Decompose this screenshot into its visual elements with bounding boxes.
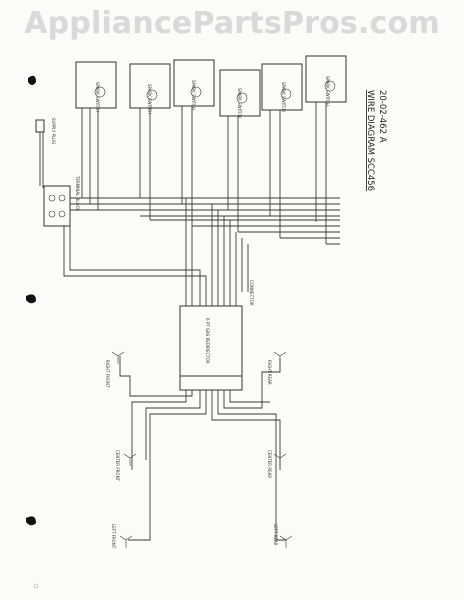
- burner-label: LEFT REAR: [273, 524, 278, 546]
- spark-switch-6: SPARK SWITCH: [305, 55, 347, 106]
- redirector-label: 6 PT GAS REDIRECTOR: [205, 318, 210, 364]
- title-block: WIRE DIAGRAM SCC456 20-02-462 A: [365, 90, 387, 191]
- spark-switch-5: SPARK SWITCH: [261, 63, 303, 112]
- supply-plug-label: SUPPLY PLUG: [51, 118, 56, 144]
- punch-hole-mark: [26, 294, 36, 304]
- watermark: AppliancePartsPros.com: [24, 6, 440, 41]
- spark-switch-1: SPARK SWITCH: [75, 61, 117, 112]
- bus-wires: [63, 197, 340, 292]
- switch-leads: [81, 102, 327, 244]
- burner-label: CENTER FRONT: [115, 450, 120, 482]
- terminal-block: TERMINAL BLOCK: [43, 175, 80, 227]
- burner-label: RIGHT REAR: [267, 360, 272, 385]
- burner-label: RIGHT FRONT: [105, 360, 110, 388]
- spark-switch-3: SPARK SWITCH: [173, 59, 215, 110]
- gas-redirector-module: 6 PT GAS REDIRECTOR CONNECTOR: [179, 280, 254, 391]
- punch-hole-mark: [28, 75, 36, 85]
- spark-switch-label: SPARK SWITCH: [191, 80, 196, 110]
- igniter-center-rear: CENTER REAR: [267, 450, 287, 478]
- igniter-right-rear: RIGHT REAR: [267, 351, 287, 385]
- igniter-left-front: LEFT FRONT: [111, 524, 133, 549]
- connector-label: CONNECTOR: [249, 280, 254, 306]
- punch-hole-mark: [26, 516, 36, 526]
- spark-switch-label: SPARK SWITCH: [237, 88, 242, 118]
- diagram-title: WIRE DIAGRAM SCC456: [365, 90, 375, 191]
- doc-number: 20-02-462 A: [377, 90, 387, 143]
- spark-switch-label: SPARK SWITCH: [281, 82, 286, 112]
- supply-plug: SUPPLY PLUG: [35, 118, 56, 188]
- spark-switch-2: SPARK SWITCH: [129, 63, 171, 114]
- igniter-leads: [119, 356, 286, 541]
- spark-switch-4: SPARK SWITCH: [219, 69, 261, 118]
- burner-label: CENTER REAR: [267, 450, 272, 478]
- igniter-center-front: CENTER FRONT: [115, 450, 137, 482]
- burner-label: LEFT FRONT: [111, 524, 116, 549]
- spark-switch-label: SPARK SWITCH: [325, 76, 330, 106]
- spark-switch-label: SPARK SWITCH: [95, 82, 100, 112]
- igniter-right-front: RIGHT FRONT: [105, 351, 125, 388]
- corner-mark: [33, 583, 39, 589]
- terminal-block-label: TERMINAL BLOCK: [75, 175, 80, 211]
- igniter-left-rear: LEFT REAR: [273, 524, 293, 548]
- spark-switch-label: SPARK SWITCH: [147, 84, 152, 114]
